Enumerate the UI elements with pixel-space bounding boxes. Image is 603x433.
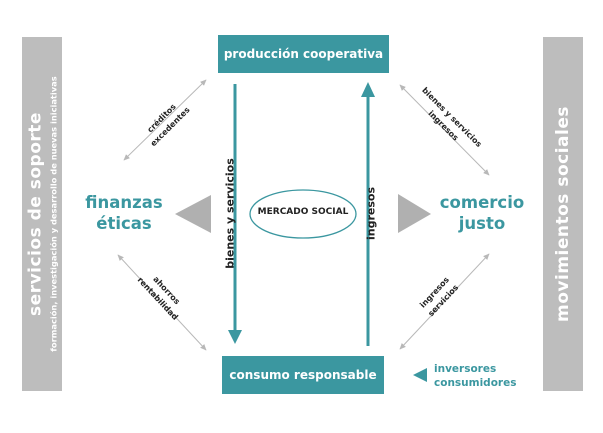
legend-triangle xyxy=(413,368,427,382)
left-triangle xyxy=(175,195,211,233)
income-flow-label: ingresos xyxy=(364,187,378,241)
legend-investors: inversores xyxy=(434,363,497,375)
arrow-up-head xyxy=(361,82,375,97)
arrow-bottom-right xyxy=(399,253,490,350)
support-services-subtitle: formación, investigación y desarrollo de… xyxy=(48,76,59,352)
arrow-down-head xyxy=(228,330,242,344)
support-services-bar: servicios de soporte formación, investig… xyxy=(22,37,62,391)
ethical-finance-line1: finanzas xyxy=(85,193,163,212)
fair-trade-line2: justo xyxy=(458,213,506,233)
fair-trade-label: comercio justo xyxy=(432,193,532,234)
goods-services-flow-label: bienes y servicios xyxy=(223,158,237,269)
support-services-title: servicios de soporte xyxy=(25,112,46,316)
fair-trade-line1: comercio xyxy=(439,193,525,212)
center-ellipse xyxy=(249,189,357,239)
cooperative-production-label: producción cooperativa xyxy=(223,47,384,61)
legend: inversores consumidores xyxy=(434,363,516,390)
arrow-top-left xyxy=(123,79,207,161)
responsible-consumption-box: consumo responsable xyxy=(222,356,384,394)
arrow-top-right xyxy=(399,84,490,176)
social-movements-title: movimientos sociales xyxy=(553,106,573,322)
arrow-bottom-left xyxy=(117,254,207,351)
ethical-finance-line2: éticas xyxy=(96,213,152,233)
ethical-finance-label: finanzas éticas xyxy=(74,193,174,234)
social-market-label: MERCADO SOCIAL xyxy=(257,207,349,217)
legend-consumers: consumidores xyxy=(434,376,517,389)
right-triangle xyxy=(398,194,431,233)
cooperative-production-box: producción cooperativa xyxy=(218,35,389,73)
social-movements-bar: movimientos sociales xyxy=(543,37,583,391)
responsible-consumption-label: consumo responsable xyxy=(229,368,377,382)
